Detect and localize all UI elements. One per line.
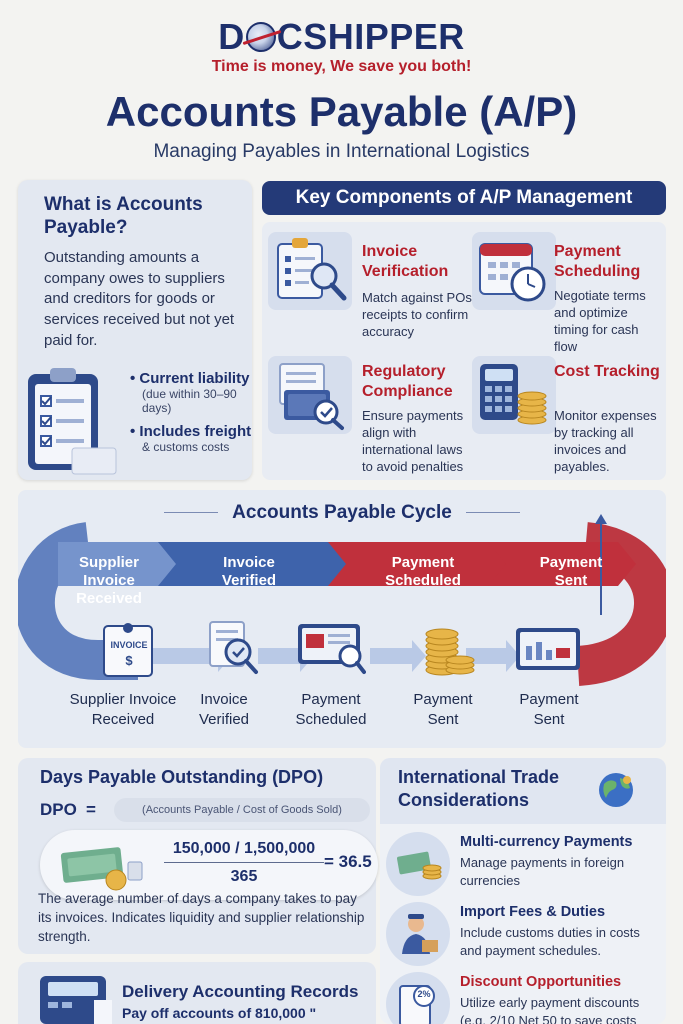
cycle-step-label: Supplier Invoice Received (69, 691, 177, 728)
what-is-ap-description: Outstanding amounts a company owes to su… (44, 249, 235, 349)
dpo-description: The average number of days a company tak… (38, 891, 365, 944)
cycle-step-label: Payment Sent (519, 691, 579, 728)
dpo-calculation: 150,000 / 1,500,000 365 = 36.5 (40, 830, 378, 900)
world-globe-icon (596, 770, 636, 810)
cycle-arrow-label: Payment Scheduled (385, 554, 461, 589)
delivery-text: Pay off accounts of 810,000 " (122, 1005, 317, 1021)
cycle-step-label: Payment Sent (413, 691, 473, 728)
page-subtitle: Managing Payables in International Logis… (153, 141, 530, 162)
intl-item-discount: 2% Discount Opportunities Utilize early … (386, 968, 666, 1024)
cycle-step-label: Invoice Verified (198, 691, 250, 728)
delivery-records-card: Delivery Accounting Records Pay off acco… (18, 962, 376, 1024)
discount-badge-text: 2% (417, 989, 431, 999)
what-is-ap-card: What is Accounts Payable? Outstanding am… (18, 180, 252, 480)
dpo-fraction-line (164, 862, 324, 863)
intl-item-desc: Manage payments in foreign currencies (460, 855, 625, 888)
invoice-document-icon: INVOICE $ (100, 620, 160, 680)
delivery-heading: Delivery Accounting Records (122, 982, 359, 1001)
key-components-heading: Key Components of A/P Management (262, 181, 666, 215)
key-components-panel: Invoice Verification Match against POs &… (262, 222, 666, 480)
clipboard-checklist-icon (22, 364, 122, 482)
intl-item-title: Import Fees & Duties (460, 904, 606, 920)
dpo-formula-text: (Accounts Payable / Cost of Goods Sold) (114, 798, 370, 822)
kc-title: Cost Tracking (554, 363, 660, 380)
coins-stack-icon (418, 622, 478, 678)
kc-title: Regulatory Compliance (362, 363, 453, 400)
kc-title: Invoice Verification (362, 243, 449, 280)
bullet-main: Current liability (130, 370, 252, 387)
intl-item-title: Discount Opportunities (460, 974, 622, 990)
bullet-sub: (due within 30–90 days) (142, 387, 237, 415)
cycle-arrow-graphic (18, 514, 666, 686)
globe-logo-icon (245, 22, 276, 52)
dpo-numerator: 150,000 / 1,500,000 (172, 840, 316, 857)
intl-heading: International Trade Considerations (398, 767, 560, 811)
intl-header: International Trade Considerations (380, 758, 666, 824)
cycle-step-label: Payment Scheduled (295, 691, 367, 728)
dpo-denominator: 365 (230, 868, 258, 885)
bullet-main: Includes freight (130, 423, 252, 440)
calculator-coins-icon (472, 356, 556, 434)
invoice-magnifier-icon (268, 232, 352, 310)
international-trade-card: International Trade Considerations Multi… (380, 758, 666, 1024)
invoice-icon-symbol: $ (125, 653, 133, 668)
bullet-sub: & customs costs (142, 440, 230, 454)
money-coins-icon (54, 846, 150, 892)
cycle-heading: Accounts Payable Cycle (18, 502, 666, 524)
ap-bullets: Current liability (due within 30–90 days… (130, 370, 252, 462)
kc-title: Payment Scheduling (554, 243, 641, 280)
dpo-formula-row: DPO = (Accounts Payable / Cost of Goods … (40, 798, 370, 824)
dpo-heading: Days Payable Outstanding (DPO) (40, 767, 324, 787)
cycle-arrow-label: Payment Sent (539, 554, 603, 589)
payment-terminal-icon (36, 970, 116, 1024)
payment-sent-screen-icon (512, 622, 584, 678)
cycle-arrow-label: Invoice Verified (221, 554, 277, 589)
kc-desc: Monitor expenses by tracking all invoice… (554, 408, 657, 474)
currency-cash-icon (386, 832, 450, 896)
kc-item-cost-tracking: Cost Tracking Monitor expenses by tracki… (472, 356, 672, 476)
kc-desc: Ensure payments align with international… (362, 408, 464, 474)
dpo-formula-label: DPO (40, 800, 77, 819)
intl-item-import-fees: Import Fees & Duties Include customs dut… (386, 898, 666, 970)
verify-magnifier-icon (204, 618, 264, 678)
dpo-formula-equals: = (86, 800, 96, 819)
dpo-result: = 36.5 (324, 852, 372, 871)
intl-item-desc: Utilize early payment discounts (e.g. 2/… (460, 995, 640, 1024)
logo-text-right: CSHIPPER (276, 16, 465, 57)
kc-item-invoice-verification: Invoice Verification Match against POs &… (268, 232, 484, 342)
logo: D CSHIPPER (0, 16, 683, 58)
logo-text-left: D (218, 16, 245, 57)
intl-item-title: Multi-currency Payments (460, 834, 633, 850)
ap-cycle-section: Accounts Payable Cycle Supplier Invoice … (18, 490, 666, 748)
kc-desc: Match against POs & receipts to confirm … (362, 290, 485, 339)
intl-item-desc: Include customs duties in costs and paym… (460, 925, 640, 958)
invoice-icon-text: INVOICE (110, 640, 148, 650)
tagline: Time is money, We save you both! (211, 58, 472, 75)
discount-document-icon: 2% (386, 972, 450, 1024)
cycle-arrow-label: Supplier Invoice Received (76, 554, 142, 607)
page-title: Accounts Payable (A/P) (105, 88, 578, 135)
payment-schedule-screen-icon (296, 618, 366, 678)
documents-check-icon (268, 356, 352, 434)
kc-desc: Negotiate terms and optimize timing for … (554, 288, 646, 354)
intl-item-multi-currency: Multi-currency Payments Manage payments … (386, 828, 666, 900)
customs-officer-icon (386, 902, 450, 966)
calendar-clock-icon (472, 232, 556, 310)
kc-item-payment-scheduling: Payment Scheduling Negotiate terms and o… (472, 232, 672, 354)
kc-item-regulatory-compliance: Regulatory Compliance Ensure payments al… (268, 356, 468, 476)
what-is-ap-heading: What is Accounts Payable? (44, 194, 203, 238)
dpo-card: Days Payable Outstanding (DPO) DPO = (Ac… (18, 758, 378, 954)
